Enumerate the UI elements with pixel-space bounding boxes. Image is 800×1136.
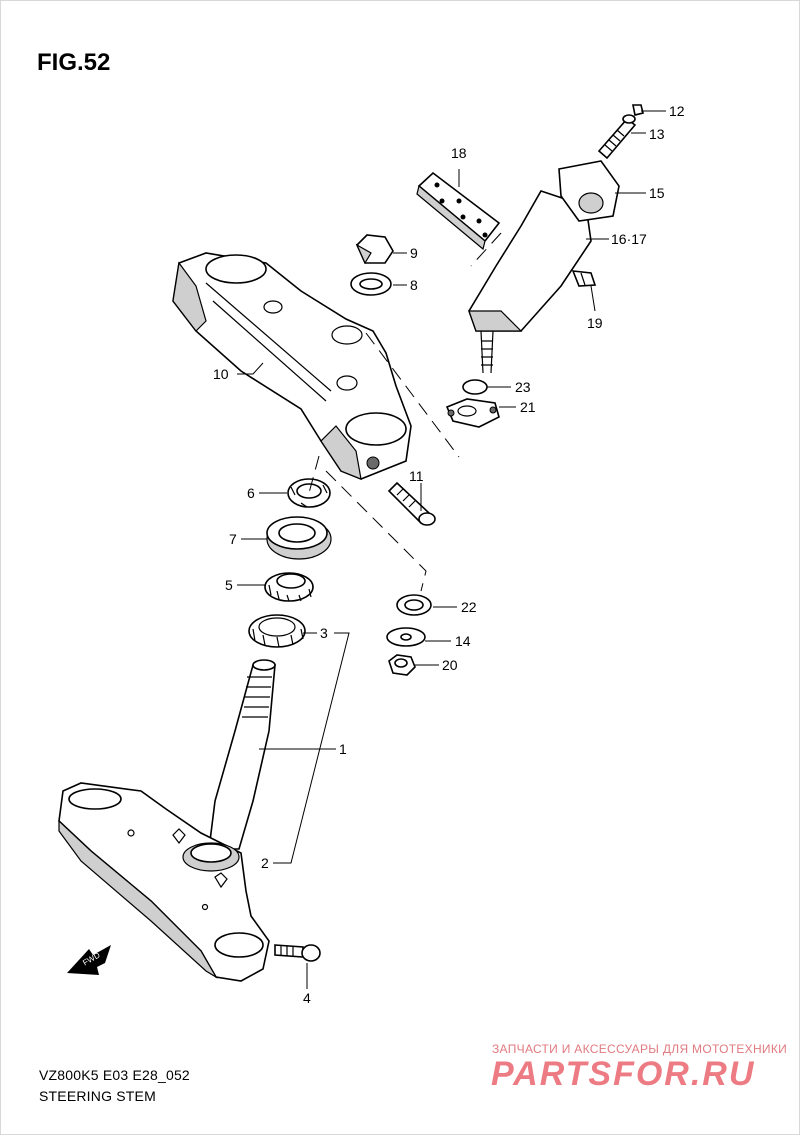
callout-14: 14 (455, 633, 471, 649)
steering-nut-6 (287, 478, 331, 508)
callout-21: 21 (520, 399, 536, 415)
callout-12: 12 (669, 103, 685, 119)
handlebar-holder (468, 160, 620, 374)
washer-14 (386, 627, 426, 647)
clip-12 (632, 104, 644, 116)
callout-22: 22 (461, 599, 477, 615)
callout-numbers: 12 13 18 15 16·17 19 9 8 10 23 21 11 6 7… (213, 103, 685, 1006)
steering-stem (58, 659, 276, 982)
callout-16-17: 16·17 (611, 231, 647, 247)
figure-title: FIG.52 (37, 49, 111, 76)
plate (416, 171, 501, 251)
lock-plate-21 (445, 398, 500, 428)
callout-10: 10 (213, 366, 229, 382)
leader-lines (237, 110, 666, 989)
diagram-caption: STEERING STEM (39, 1088, 156, 1104)
watermark-tagline: ЗАПЧАСТИ И АКСЕССУАРЫ ДЛЯ МОТОТЕХНИКИ (492, 1042, 788, 1056)
dust-seal-7 (266, 516, 332, 560)
washer-22 (396, 594, 432, 616)
bolt-13 (597, 114, 637, 160)
callout-19: 19 (587, 315, 603, 331)
assembly-lines (308, 232, 502, 592)
callout-4: 4 (303, 990, 311, 1006)
callout-5: 5 (225, 577, 233, 593)
bearing-3 (248, 614, 306, 648)
bearing-5 (264, 572, 314, 602)
callout-18: 18 (451, 145, 467, 161)
bolt-19 (571, 270, 597, 287)
washer-23 (462, 379, 488, 395)
callout-23: 23 (515, 379, 531, 395)
callout-13: 13 (649, 126, 665, 142)
watermark-logo: PARTSFOR.RU (491, 1055, 756, 1093)
fwd-arrow-icon: FWD (67, 945, 111, 975)
cap-nut-9 (355, 234, 394, 265)
bolt-11 (387, 481, 436, 526)
bolt-4 (274, 944, 321, 962)
washer-8 (350, 272, 392, 296)
callout-2: 2 (261, 855, 269, 871)
callout-6: 6 (247, 485, 255, 501)
callout-20: 20 (442, 657, 458, 673)
nut-20 (388, 654, 416, 676)
callout-8: 8 (410, 277, 418, 293)
callout-15: 15 (649, 185, 665, 201)
callout-7: 7 (229, 531, 237, 547)
callout-9: 9 (410, 245, 418, 261)
upper-bracket (172, 252, 412, 480)
callout-3: 3 (320, 625, 328, 641)
callout-1: 1 (339, 741, 347, 757)
model-code: VZ800K5 E03 E28_052 (39, 1067, 190, 1083)
callout-11: 11 (409, 468, 424, 484)
